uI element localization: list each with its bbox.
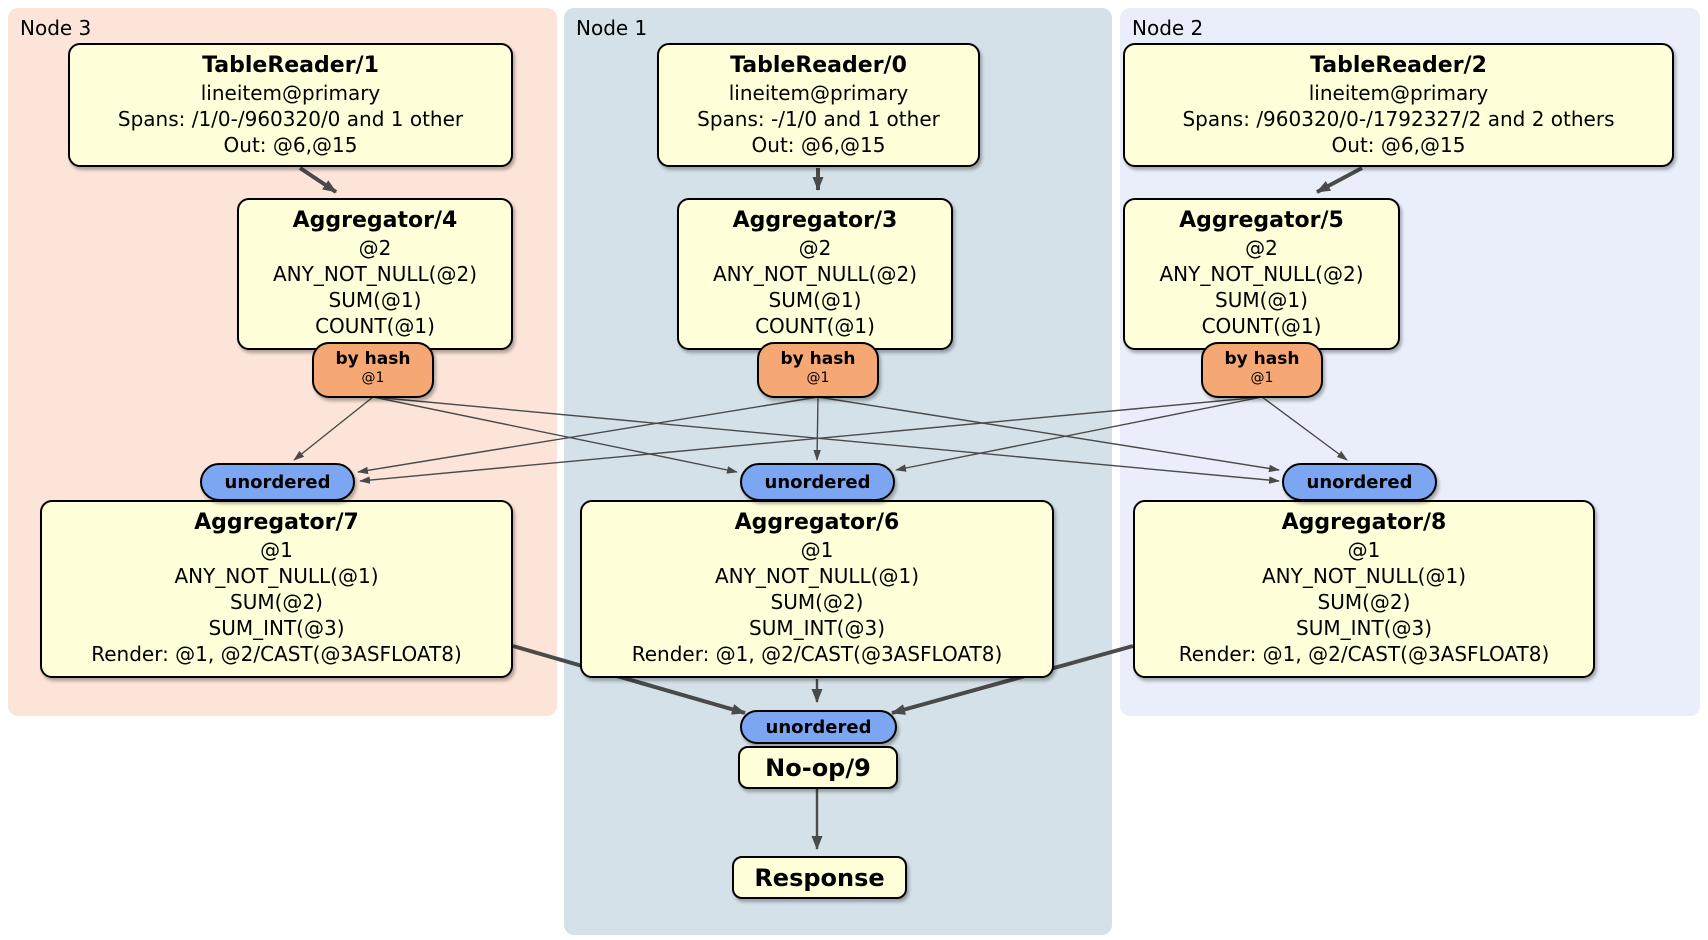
aggregator-4-group: @2 (358, 236, 392, 260)
edge-hash2-unordered2 (1261, 396, 1348, 461)
unordered-sync-node1: unordered (740, 463, 895, 501)
aggregator-6-line: ANY_NOT_NULL(@1) (715, 564, 919, 588)
aggregator-4-line: SUM(@1) (328, 288, 422, 312)
by-hash-router-node3: by hash @1 (312, 342, 434, 398)
tablereader-0-title: TableReader/0 (730, 53, 907, 78)
by-hash-label: by hash (335, 349, 411, 369)
noop-box: No-op/9 (738, 746, 898, 789)
aggregator-5-group: @2 (1245, 236, 1278, 260)
tablereader-2-title: TableReader/2 (1310, 53, 1487, 78)
aggregator-4-line: COUNT(@1) (315, 314, 435, 338)
aggregator-3-line: SUM(@1) (768, 288, 862, 312)
edge-tablereader1-aggregator4 (298, 166, 338, 194)
edge-hash2-unordered3 (359, 396, 1263, 484)
tablereader-1-spans: Spans: /1/0-/960320/0 and 1 other (117, 107, 464, 131)
unordered-label: unordered (224, 471, 331, 493)
by-hash-detail: @1 (1250, 370, 1274, 386)
aggregator-7-group: @1 (260, 538, 293, 562)
aggregator-5-title: Aggregator/5 (1179, 208, 1344, 233)
aggregator-6-box: Aggregator/6 @1 ANY_NOT_NULL(@1) SUM(@2)… (580, 500, 1054, 678)
unordered-label: unordered (1306, 471, 1413, 493)
aggregator-6-group: @1 (800, 538, 834, 562)
by-hash-detail: @1 (806, 370, 830, 386)
unordered-sync-node2: unordered (1282, 463, 1437, 501)
noop-title: No-op/9 (765, 753, 871, 782)
edge-aggregator7-unordered (512, 644, 746, 715)
node1-label: Node 1 (576, 16, 648, 40)
unordered-sync-node3: unordered (200, 463, 355, 501)
aggregator-3-box: Aggregator/3 @2 ANY_NOT_NULL(@2) SUM(@1)… (677, 198, 953, 350)
edge-hash1-unordered2 (817, 396, 1280, 473)
aggregator-5-box: Aggregator/5 @2 ANY_NOT_NULL(@2) SUM(@1)… (1123, 198, 1400, 350)
tablereader-2-index: lineitem@primary (1308, 81, 1489, 105)
aggregator-4-title: Aggregator/4 (292, 208, 458, 233)
aggregator-5-line: SUM(@1) (1215, 288, 1308, 312)
edge-hash2-unordered1 (895, 396, 1263, 472)
aggregator-8-render: Render: @1, @2/CAST(@3ASFLOAT8) (1178, 642, 1550, 666)
tablereader-1-box: TableReader/1 lineitem@primary Spans: /1… (68, 43, 513, 167)
node2-label: Node 2 (1132, 16, 1204, 40)
aggregator-4-box: Aggregator/4 @2 ANY_NOT_NULL(@2) SUM(@1)… (237, 198, 513, 350)
by-hash-router-node1: by hash @1 (757, 342, 879, 398)
aggregator-8-box: Aggregator/8 @1 ANY_NOT_NULL(@1) SUM(@2)… (1133, 500, 1595, 678)
tablereader-2-out: Out: @6,@15 (1331, 133, 1466, 157)
aggregator-3-title: Aggregator/3 (732, 208, 898, 233)
tablereader-0-spans: Spans: -/1/0 and 1 other (697, 107, 940, 131)
tablereader-1-title: TableReader/1 (202, 53, 379, 78)
aggregator-6-line: SUM_INT(@3) (749, 616, 885, 640)
by-hash-label: by hash (780, 349, 856, 369)
by-hash-router-node2: by hash @1 (1201, 342, 1323, 398)
aggregator-6-line: SUM(@2) (770, 590, 864, 614)
aggregator-6-render: Render: @1, @2/CAST(@3ASFLOAT8) (631, 642, 1003, 666)
tablereader-1-out: Out: @6,@15 (223, 133, 358, 157)
by-hash-label: by hash (1224, 349, 1300, 369)
tablereader-1-index: lineitem@primary (200, 81, 381, 105)
edge-hash1-unordered3 (357, 396, 819, 475)
aggregator-8-line: ANY_NOT_NULL(@1) (1262, 564, 1466, 588)
aggregator-4-line: ANY_NOT_NULL(@2) (273, 262, 477, 286)
aggregator-3-line: COUNT(@1) (755, 314, 875, 338)
edge-tablereader2-aggregator5 (1316, 166, 1363, 194)
tablereader-2-box: TableReader/2 lineitem@primary Spans: /9… (1123, 43, 1674, 167)
tablereader-0-out: Out: @6,@15 (751, 133, 886, 157)
response-box: Response (732, 856, 907, 899)
aggregator-8-line: SUM_INT(@3) (1296, 616, 1432, 640)
aggregator-7-line: ANY_NOT_NULL(@1) (174, 564, 379, 588)
edge-hash1-unordered1 (813, 396, 821, 461)
edge-hash3-unordered1 (372, 396, 738, 474)
aggregator-8-line: SUM(@2) (1317, 590, 1411, 614)
response-title: Response (754, 863, 885, 892)
aggregator-7-box: Aggregator/7 @1 ANY_NOT_NULL(@1) SUM(@2)… (40, 500, 513, 678)
edge-hash3-unordered2 (372, 396, 1280, 484)
aggregator-5-line: ANY_NOT_NULL(@2) (1159, 262, 1364, 286)
aggregator-3-group: @2 (798, 236, 832, 260)
unordered-sync-final: unordered (740, 710, 897, 744)
unordered-label: unordered (764, 471, 871, 493)
unordered-label: unordered (765, 716, 872, 738)
tablereader-2-spans: Spans: /960320/0-/1792327/2 and 2 others (1182, 107, 1615, 131)
aggregator-8-group: @1 (1347, 538, 1381, 562)
aggregator-8-title: Aggregator/8 (1281, 510, 1447, 535)
edge-hash3-unordered3 (293, 396, 374, 461)
aggregator-6-title: Aggregator/6 (734, 510, 900, 535)
aggregator-7-title: Aggregator/7 (194, 510, 359, 535)
aggregator-7-line: SUM(@2) (230, 590, 323, 614)
by-hash-detail: @1 (361, 370, 385, 386)
aggregator-3-line: ANY_NOT_NULL(@2) (713, 262, 917, 286)
node3-label: Node 3 (20, 16, 92, 40)
tablereader-0-index: lineitem@primary (728, 81, 909, 105)
tablereader-0-box: TableReader/0 lineitem@primary Spans: -/… (657, 43, 980, 167)
aggregator-5-line: COUNT(@1) (1201, 314, 1322, 338)
aggregator-7-render: Render: @1, @2/CAST(@3ASFLOAT8) (91, 642, 462, 666)
aggregator-7-line: SUM_INT(@3) (208, 616, 345, 640)
edge-aggregator8-unordered (891, 644, 1134, 715)
